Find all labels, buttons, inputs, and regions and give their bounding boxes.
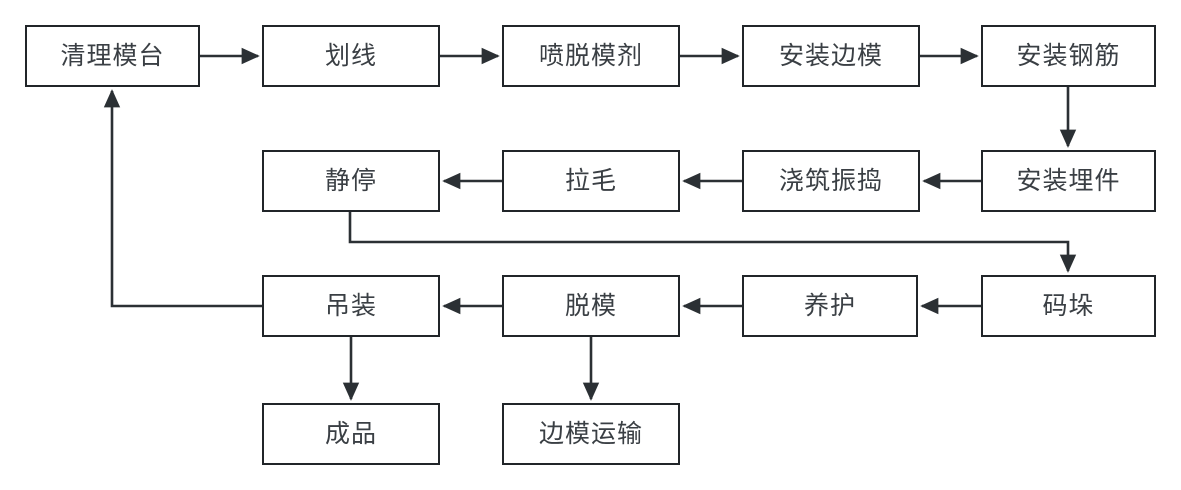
node-label: 养护	[803, 291, 856, 320]
node-maduo[interactable]: 码垛	[981, 275, 1156, 337]
node-label: 拉毛	[564, 166, 617, 195]
node-label: 喷脱模剂	[538, 41, 643, 70]
node-label: 安装边模	[778, 41, 883, 70]
node-label: 清理模台	[60, 41, 165, 70]
node-huaxian[interactable]: 划线	[262, 25, 440, 87]
node-tuomo[interactable]: 脱模	[502, 275, 680, 337]
node-lamao[interactable]: 拉毛	[502, 150, 680, 212]
node-diaozhuang[interactable]: 吊装	[262, 275, 440, 337]
node-yanghu[interactable]: 养护	[742, 275, 918, 337]
node-label: 吊装	[324, 291, 377, 320]
node-anzhuanggangjin[interactable]: 安装钢筋	[981, 25, 1156, 87]
node-label: 安装钢筋	[1016, 41, 1121, 70]
node-label: 划线	[324, 41, 377, 70]
node-anzhuangbianmo[interactable]: 安装边模	[742, 25, 920, 87]
node-label: 浇筑振捣	[778, 166, 883, 195]
node-jiaozhuzhendao[interactable]: 浇筑振捣	[742, 150, 920, 212]
node-bianmoyunshu[interactable]: 边模运输	[502, 403, 680, 465]
node-label: 脱模	[564, 291, 617, 320]
edge-n13-n1-feedback	[103, 89, 262, 308]
node-jingting[interactable]: 静停	[262, 150, 440, 212]
node-anzhuangmaijian[interactable]: 安装埋件	[981, 150, 1156, 212]
node-label: 边模运输	[538, 419, 643, 448]
node-label: 成品	[324, 419, 377, 448]
node-chengpin[interactable]: 成品	[262, 403, 440, 465]
edge-n9-n10	[348, 212, 1077, 273]
node-qinglimotai[interactable]: 清理模台	[25, 25, 200, 87]
node-label: 静停	[324, 166, 377, 195]
node-pentuomoji[interactable]: 喷脱模剂	[502, 25, 680, 87]
node-label: 码垛	[1042, 291, 1095, 320]
node-label: 安装埋件	[1016, 166, 1121, 195]
